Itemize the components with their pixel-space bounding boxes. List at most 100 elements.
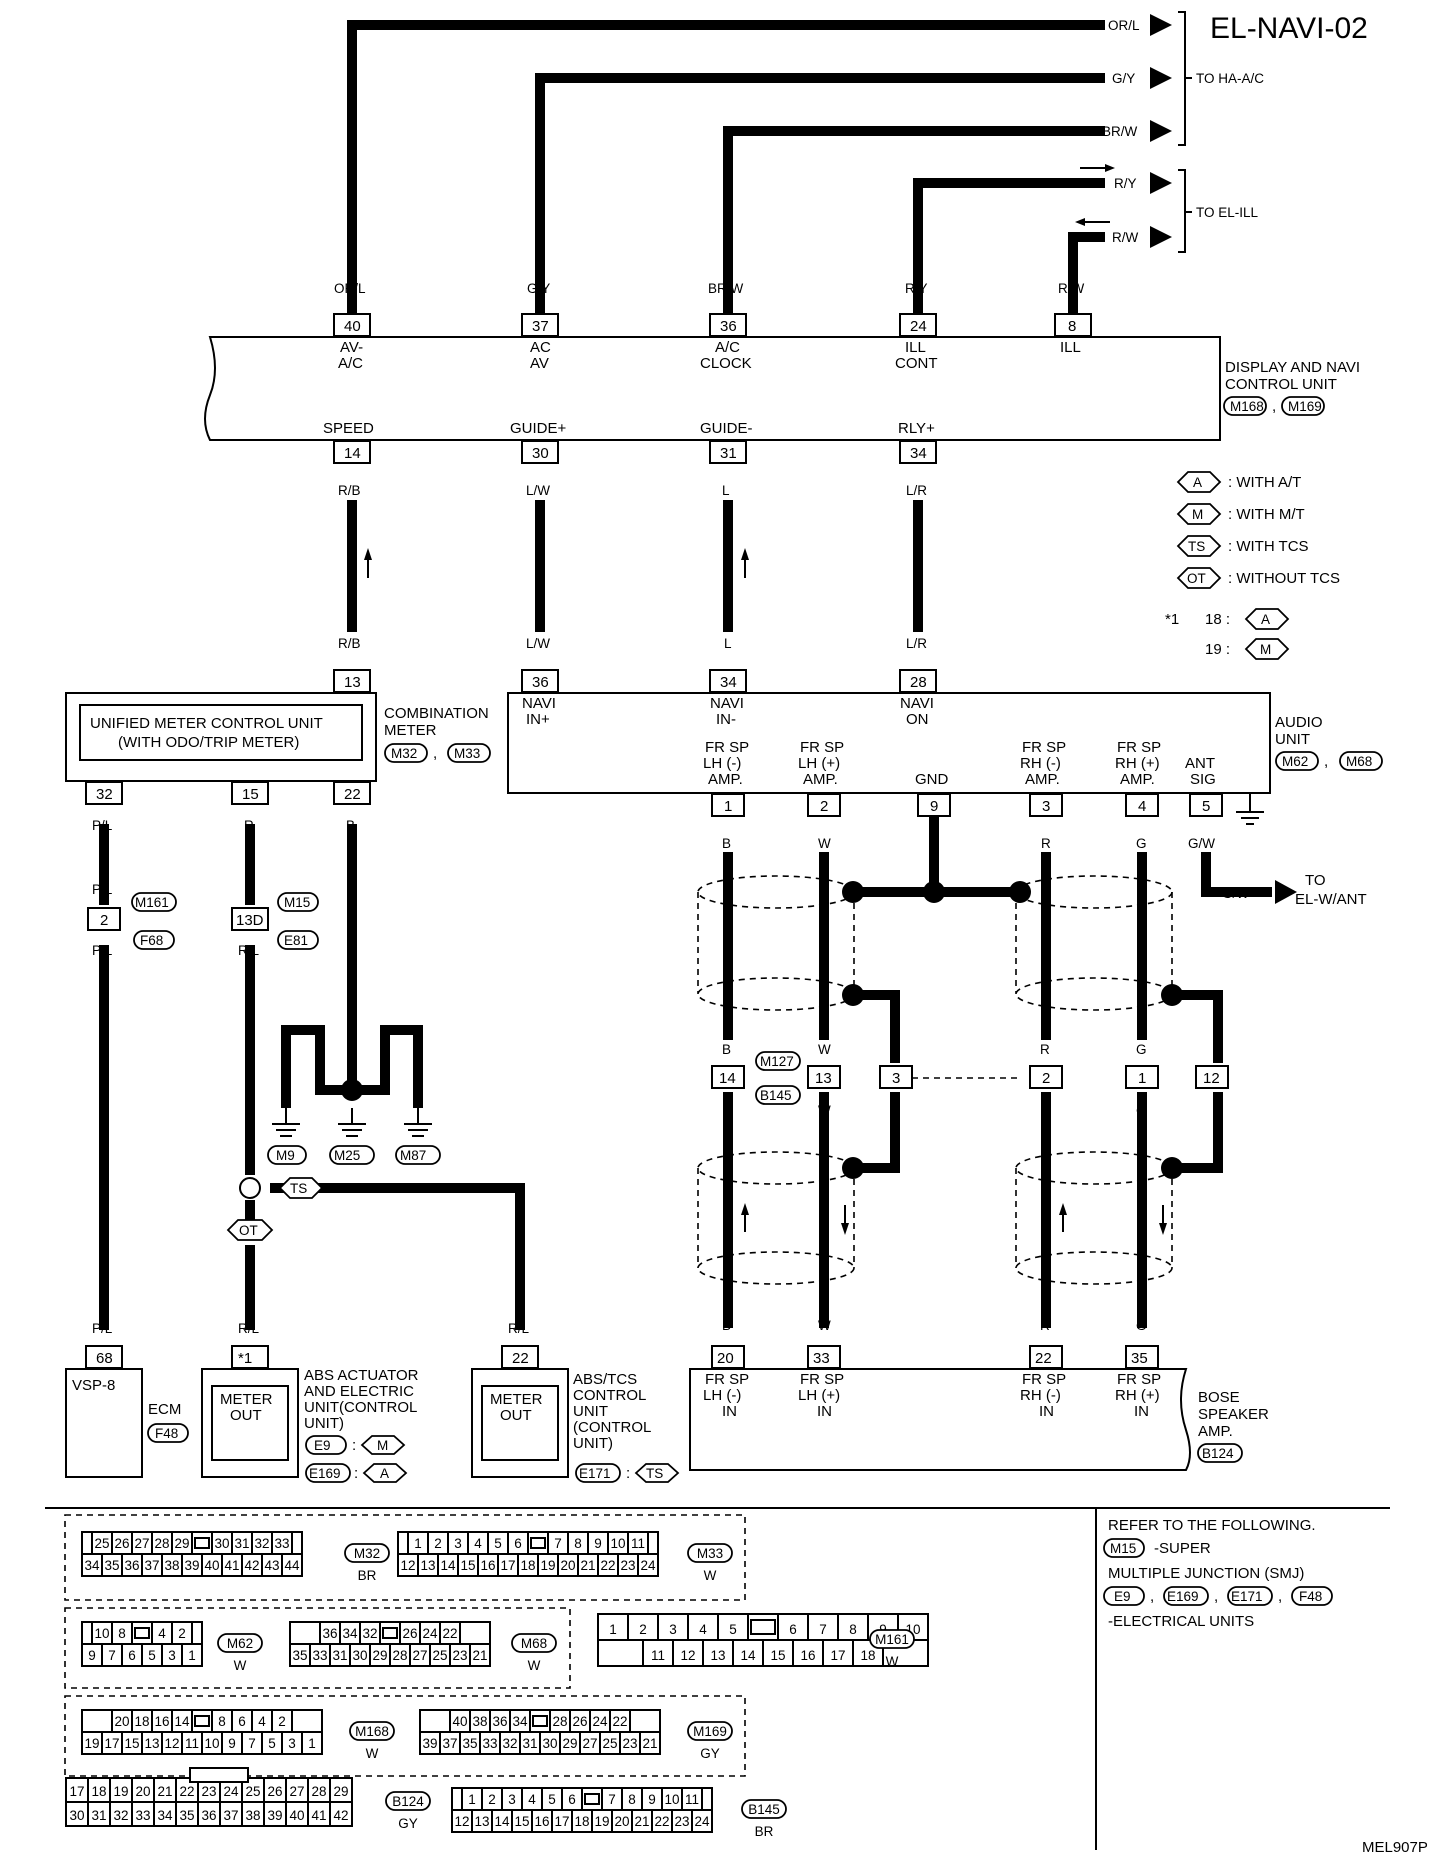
svg-text:R: R	[244, 818, 254, 833]
svg-text:BR/W: BR/W	[708, 281, 744, 296]
svg-text:R/L: R/L	[238, 943, 260, 958]
svg-text:14: 14	[344, 445, 361, 462]
pin-number: 8	[574, 1536, 582, 1551]
svg-text:AMP.: AMP.	[1120, 771, 1155, 788]
pin-number: 9	[228, 1736, 236, 1751]
svg-text:M68: M68	[1346, 754, 1372, 769]
pin-number: 21	[634, 1814, 649, 1829]
svg-text:(CONTROL: (CONTROL	[573, 1419, 651, 1436]
junction-2: P/L 2 P/L M161 F68	[87, 882, 177, 958]
svg-text:,: ,	[1272, 398, 1276, 415]
svg-text:AV: AV	[530, 355, 549, 372]
pin-number: 13	[710, 1648, 725, 1663]
svg-text:E169: E169	[309, 1466, 341, 1481]
svg-text:IN-: IN-	[716, 711, 736, 728]
pin-number: 16	[800, 1648, 815, 1663]
pin-number: 29	[372, 1648, 387, 1663]
pin-number: 43	[264, 1558, 279, 1573]
svg-text:F48: F48	[155, 1426, 178, 1441]
svg-text:E81: E81	[284, 933, 308, 948]
svg-text:B: B	[722, 836, 731, 851]
svg-text:LH (-): LH (-)	[703, 755, 741, 772]
pin-number: 42	[333, 1808, 348, 1823]
svg-text:FR SP: FR SP	[800, 1371, 844, 1388]
pin-number: 27	[134, 1536, 149, 1551]
pin-number: 12	[164, 1736, 179, 1751]
svg-text:32: 32	[96, 786, 113, 803]
svg-text:24: 24	[910, 318, 927, 335]
pin-number: 22	[654, 1814, 669, 1829]
pin-number: 29	[174, 1536, 189, 1551]
svg-text:UNIT: UNIT	[573, 1403, 608, 1420]
svg-text:8: 8	[1068, 318, 1076, 335]
svg-text:L/R: L/R	[906, 483, 927, 498]
pin-number: 1	[468, 1792, 476, 1807]
connector-color: W	[704, 1568, 717, 1583]
svg-text:-SUPER: -SUPER	[1154, 1540, 1211, 1557]
pin-number: 4	[528, 1792, 536, 1807]
svg-text:B: B	[722, 1318, 731, 1333]
svg-text:B: B	[346, 1058, 355, 1073]
svg-text:W: W	[818, 836, 831, 851]
svg-text:3: 3	[892, 1070, 900, 1087]
ecm: 68 VSP-8 ECM F48	[65, 1345, 189, 1478]
svg-text:G/W: G/W	[1222, 886, 1249, 901]
svg-text:14: 14	[719, 1070, 736, 1087]
svg-text:R/L: R/L	[508, 1321, 530, 1336]
pin-number: 44	[284, 1558, 300, 1573]
svg-text:: WITH A/T: : WITH A/T	[1228, 474, 1301, 491]
pin-number: 4	[258, 1714, 266, 1729]
pin-number: 2	[488, 1792, 496, 1807]
pin-number: 21	[157, 1784, 172, 1799]
pin-number: 39	[184, 1558, 199, 1573]
pin-number: 23	[201, 1784, 216, 1799]
pin-number: 12	[400, 1558, 415, 1573]
svg-text:B: B	[412, 1058, 421, 1073]
svg-text:UNIFIED METER CONTROL UNIT: UNIFIED METER CONTROL UNIT	[90, 715, 323, 732]
svg-text:MULTIPLE JUNCTION (SMJ): MULTIPLE JUNCTION (SMJ)	[1108, 1565, 1304, 1582]
svg-text:SPEED: SPEED	[323, 420, 374, 437]
ground-symbols: M9 M25 M87 B B B B B	[267, 1058, 441, 1165]
svg-text:FR SP: FR SP	[1022, 1371, 1066, 1388]
pin-cell	[597, 1613, 629, 1641]
pin-number: 22	[612, 1714, 627, 1729]
pin-number: 36	[322, 1626, 337, 1641]
svg-text:34: 34	[720, 674, 737, 691]
pin-cell	[702, 1639, 734, 1667]
pin-number: 3	[454, 1536, 462, 1551]
pin-number: 15	[460, 1558, 475, 1573]
svg-text:A/C: A/C	[715, 339, 740, 356]
svg-text:R/B: R/B	[338, 636, 361, 651]
pin-cell	[637, 1553, 659, 1577]
pin-number: 31	[332, 1648, 347, 1663]
svg-text:FR SP: FR SP	[800, 739, 844, 756]
svg-text:34: 34	[910, 445, 927, 462]
pin-number: 21	[580, 1558, 595, 1573]
svg-text:P/L: P/L	[92, 943, 113, 958]
pin-number: 16	[154, 1714, 169, 1729]
pin-number: 14	[494, 1814, 510, 1829]
connector-color: BR	[358, 1568, 377, 1583]
pin-number: 12	[454, 1814, 469, 1829]
svg-text:SPEAKER: SPEAKER	[1198, 1406, 1269, 1423]
svg-text:33: 33	[813, 1350, 830, 1367]
ts-ot-split: TS OT	[226, 1177, 324, 1241]
pin-number: 29	[333, 1784, 348, 1799]
pin-number: 9	[594, 1536, 602, 1551]
pin-number: 24	[694, 1814, 710, 1829]
pin-number: 13	[144, 1736, 159, 1751]
svg-text:9: 9	[930, 798, 938, 815]
ant-wire: G/W TO EL-W/ANT	[1201, 852, 1367, 908]
svg-text:M9: M9	[276, 1148, 295, 1163]
pin-number: 17	[554, 1814, 569, 1829]
connector-name: M169	[693, 1724, 727, 1739]
svg-text:IN: IN	[1039, 1403, 1054, 1420]
svg-text:CONT: CONT	[895, 355, 938, 372]
svg-text:,: ,	[1150, 1588, 1154, 1605]
svg-text:M: M	[377, 1438, 388, 1453]
svg-text:AMP.: AMP.	[1198, 1423, 1233, 1440]
connector-tag	[349, 1721, 395, 1741]
svg-text:ABS/TCS: ABS/TCS	[573, 1371, 637, 1388]
pin-number: 7	[248, 1736, 256, 1751]
